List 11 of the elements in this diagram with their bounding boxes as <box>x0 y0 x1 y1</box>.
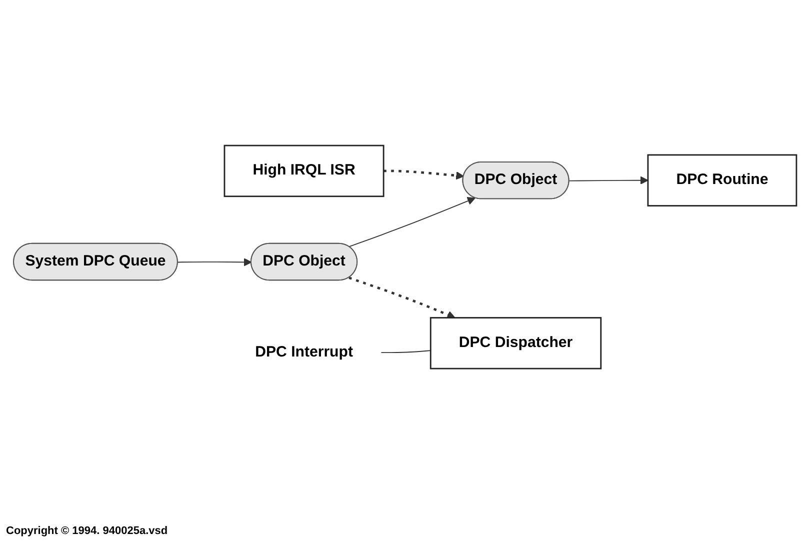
arrow <box>177 258 252 266</box>
connector <box>380 350 432 353</box>
arrow <box>384 170 464 180</box>
node-box: High IRQL ISR <box>224 144 384 197</box>
node-box: DPC Dispatcher <box>430 316 602 370</box>
arrow <box>568 176 648 184</box>
arrow <box>348 196 476 247</box>
node-box: DPC Routine <box>647 154 798 206</box>
node-text: DPC Interrupt <box>255 344 353 360</box>
arrow <box>348 276 456 318</box>
copyright-caption: Copyright © 1994. 940025a.vsd <box>5 524 169 539</box>
